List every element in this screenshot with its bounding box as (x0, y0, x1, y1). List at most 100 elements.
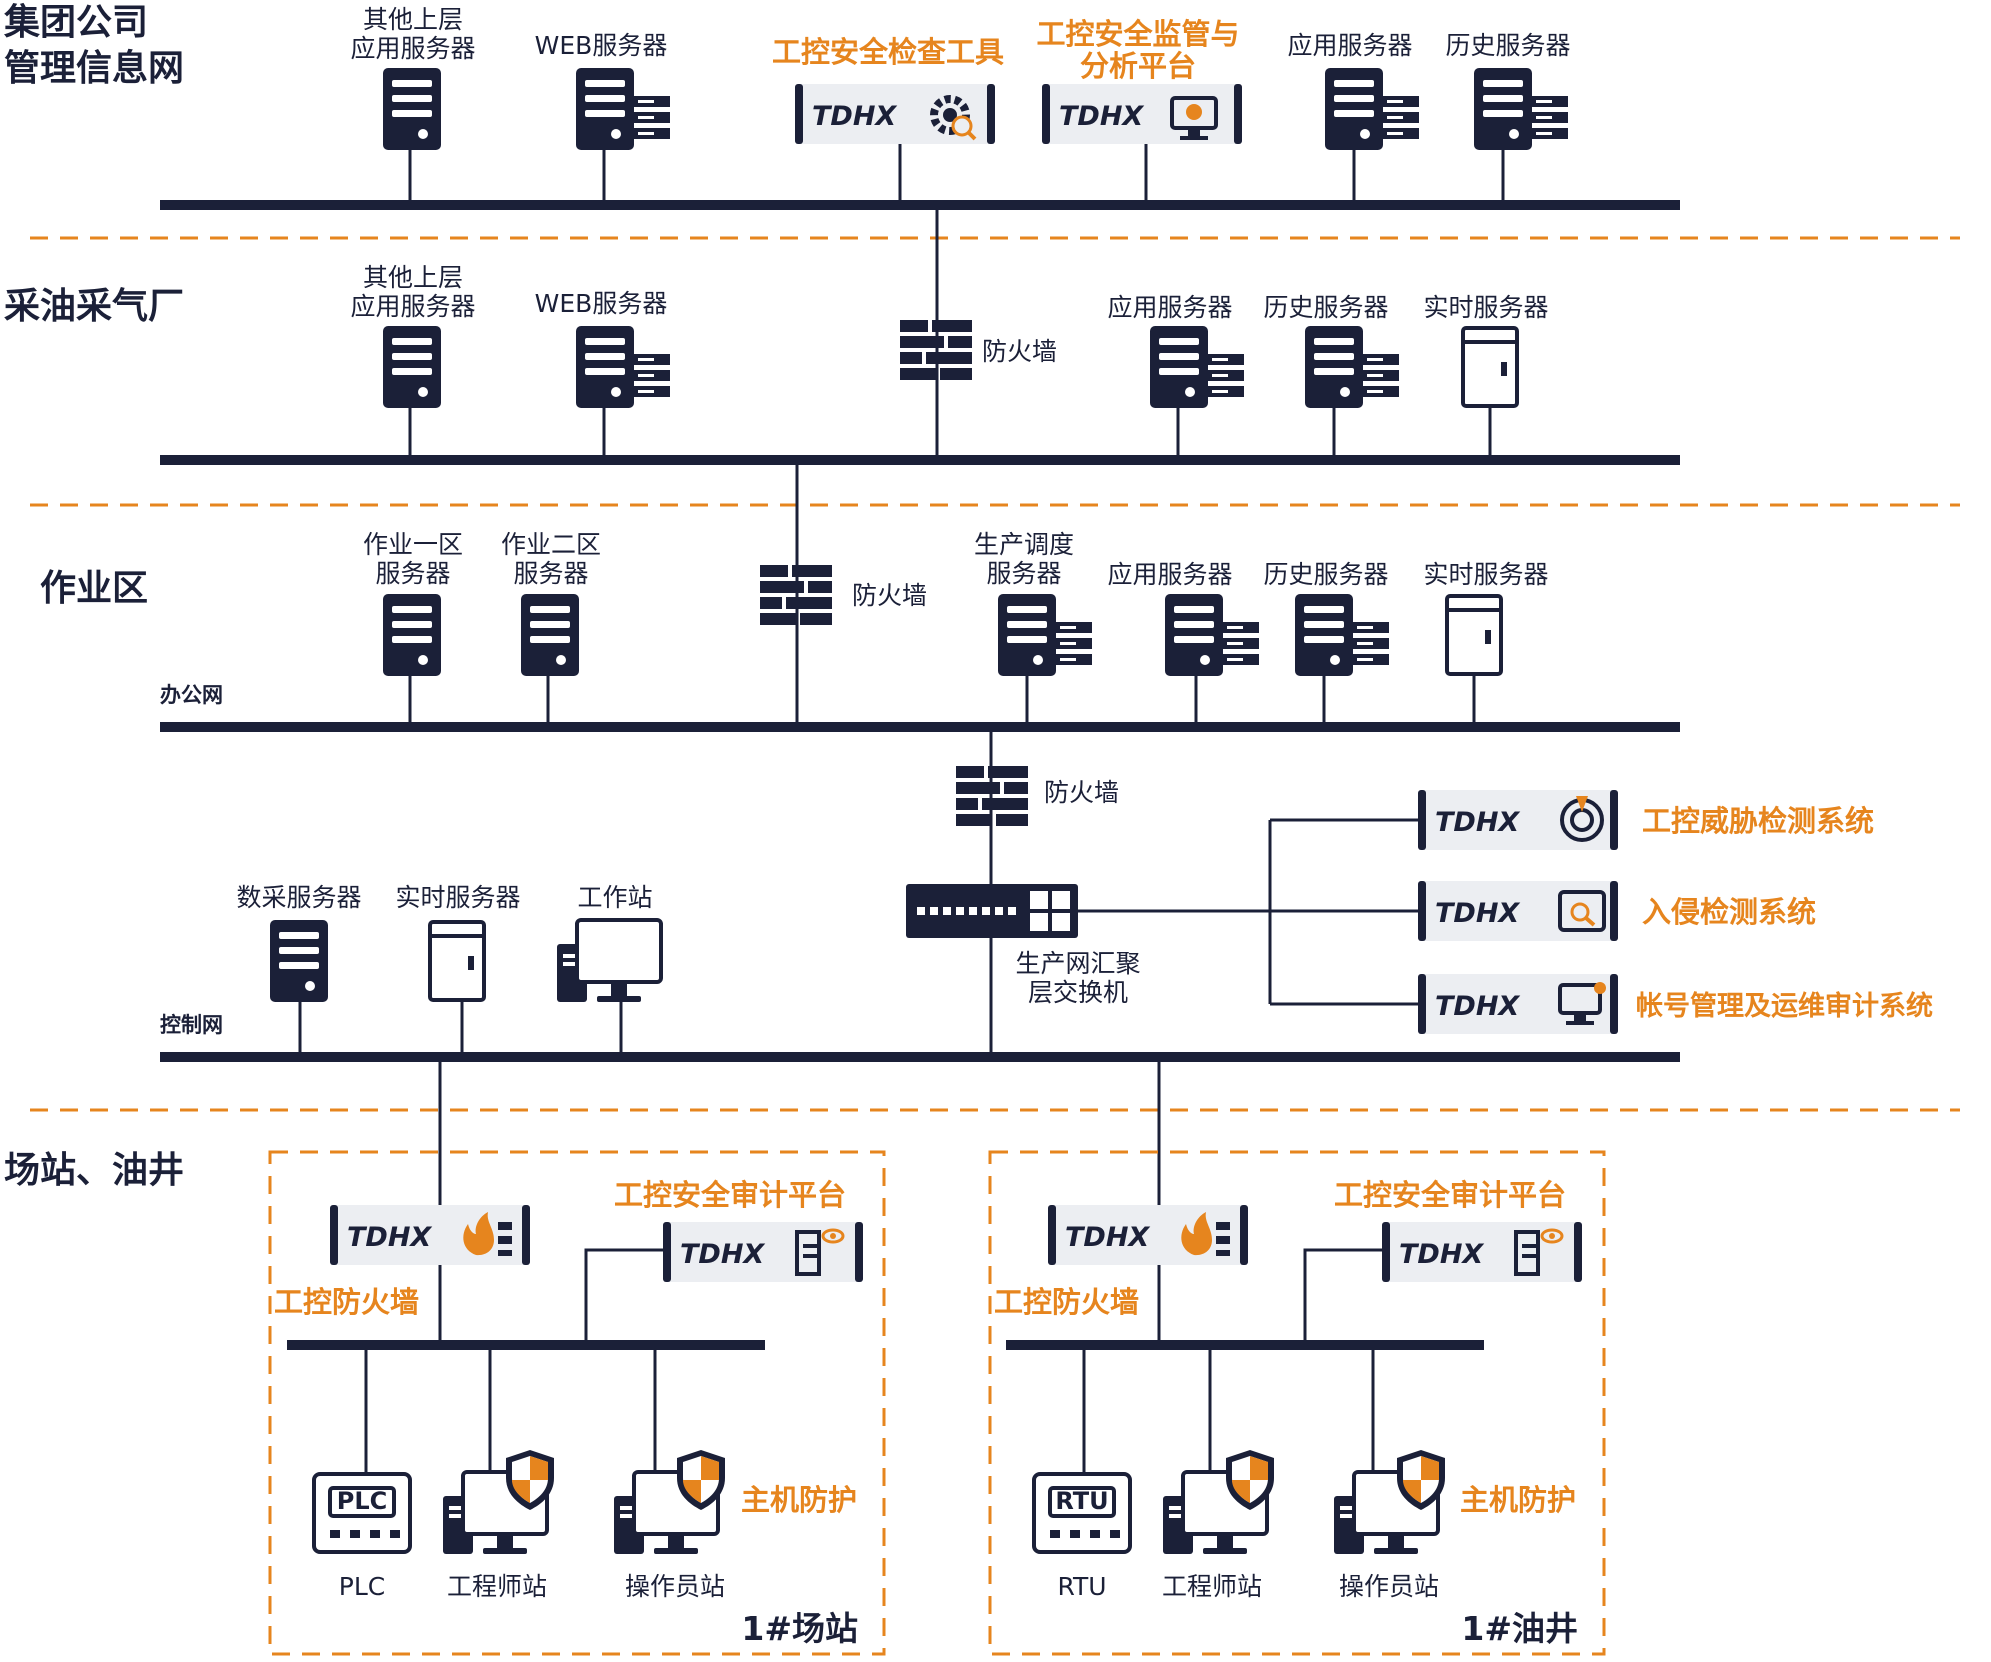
zone2-server-label-1: 作业二区 (501, 530, 601, 559)
check-tool-label: 工控安全检查工具 (772, 35, 1004, 69)
scan-lens (1570, 902, 1590, 922)
flame-shape (1181, 1212, 1212, 1256)
gear-ring (930, 95, 970, 135)
app-server-area: 应用服务器 (1107, 560, 1259, 727)
control-network-label: 控制网 (160, 1013, 223, 1037)
magnifier-handle (966, 130, 977, 141)
flame-brick (1216, 1250, 1230, 1256)
operator-station-label: 操作员站 (625, 1572, 725, 1601)
audit-line (803, 1244, 821, 1248)
account-audit-label: 帐号管理及运维审计系统 (1636, 990, 1933, 1022)
threat-detection-label: 工控威胁检测系统 (1642, 804, 1874, 838)
tdhx-brand-label: TDHX (812, 101, 897, 132)
connector-wire (1303, 1248, 1382, 1345)
workstation-control: 工作站 (555, 883, 663, 1057)
well-title: 1#油井 (1461, 1609, 1578, 1648)
zone2-server-label-2: 服务器 (513, 559, 588, 588)
flame-brick (498, 1222, 512, 1230)
rtu-device: RTU RTU (1032, 1472, 1132, 1601)
zone-title-group-line2: 管理信息网 (4, 48, 184, 89)
monitor-base (1180, 136, 1208, 140)
server-icon (270, 920, 328, 1002)
other-app-server-group-label-1: 其他上层 (363, 5, 463, 34)
station-firewall: TDHX 工控防火墙 (274, 1205, 530, 1319)
operator-monitor-base (1566, 1021, 1594, 1025)
scan-handle (1584, 916, 1596, 927)
dispatch-server-label-1: 生产调度 (974, 530, 1074, 559)
audit-eye (1540, 1228, 1564, 1244)
well-bus (1006, 1340, 1484, 1350)
flame-shape (463, 1212, 494, 1256)
app-server-group-label: 应用服务器 (1287, 31, 1412, 60)
app-server-plant: 应用服务器 (1107, 293, 1244, 460)
history-server-plant-label: 历史服务器 (1263, 293, 1388, 322)
account-audit-appliance: TDHX 帐号管理及运维审计系统 (1418, 974, 1933, 1034)
intrusion-detection-label: 入侵检测系统 (1642, 895, 1816, 929)
acquisition-server: 数采服务器 (236, 883, 362, 1057)
well-firewall-label: 工控防火墙 (994, 1285, 1139, 1319)
station-title: 1#场站 (741, 1609, 858, 1648)
check-tool-appliance: 工控安全检查工具 TDHX (772, 35, 1004, 205)
gear-hub (943, 108, 957, 122)
app-server-plant-label: 应用服务器 (1107, 293, 1232, 322)
switch-label-2: 层交换机 (1028, 978, 1128, 1007)
scan-search-icon (1558, 890, 1606, 932)
firewall-control-label: 防火墙 (1044, 778, 1119, 807)
realtime-server-plant: 实时服务器 (1423, 293, 1549, 460)
firewall-plant-label: 防火墙 (982, 337, 1057, 366)
supervision-platform-appliance: 工控安全监管与 分析平台 TDHX (1036, 17, 1242, 205)
firewall-area: 防火墙 (760, 565, 927, 625)
rack-server-icon (576, 326, 670, 408)
monitor-icon (1170, 96, 1218, 140)
switch-label-1: 生产网汇聚 (1015, 949, 1140, 978)
supervision-platform-label-2: 分析平台 (1080, 49, 1196, 83)
other-app-server-group-label-2: 应用服务器 (350, 34, 475, 63)
plant-bus (160, 455, 1680, 465)
realtime-server-control-label: 实时服务器 (395, 883, 520, 912)
zone1-server-label-1: 作业一区 (363, 530, 463, 559)
rack-server-icon (1474, 68, 1568, 150)
other-app-server-plant-label-1: 其他上层 (363, 263, 463, 292)
outline-server-icon (1445, 594, 1503, 676)
operator-monitor-neck (1574, 1015, 1586, 1021)
rack-server-icon (1325, 68, 1419, 150)
tdhx-brand-label: TDHX (1435, 991, 1520, 1022)
web-server-group-label: WEB服务器 (535, 31, 668, 60)
server-icon (383, 326, 441, 408)
station-host-protection-label: 主机防护 (741, 1483, 857, 1517)
audit-document (1514, 1230, 1540, 1276)
gear-search-icon (930, 95, 977, 141)
threat-detection-appliance: TDHX 工控威胁检测系统 (1418, 790, 1874, 850)
rack-server-icon (1305, 326, 1399, 408)
flame-icon (1181, 1212, 1230, 1256)
audit-eye-icon (795, 1228, 845, 1276)
operator-well-label: 操作员站 (1339, 1572, 1439, 1601)
station-audit-platform-label: 工控安全审计平台 (614, 1178, 846, 1212)
rack-server-icon (1295, 594, 1389, 676)
server-icon (521, 594, 579, 676)
tdhx-brand-label: TDHX (1399, 1239, 1484, 1270)
operator-screen (1558, 983, 1602, 1015)
station-audit-platform: 工控安全审计平台 TDHX (584, 1178, 863, 1345)
well-boundary (988, 1150, 1606, 1656)
server-icon (383, 68, 441, 150)
desktop-pc-icon (555, 918, 663, 1004)
audit-pupil (1549, 1233, 1555, 1239)
well-firewall: TDHX 工控防火墙 (994, 1205, 1248, 1319)
tdhx-brand-label: TDHX (347, 1222, 432, 1253)
history-server-area: 历史服务器 (1263, 560, 1389, 727)
audit-eye-icon (1514, 1228, 1564, 1276)
other-app-server-group: 其他上层 应用服务器 (350, 5, 476, 205)
switch-ports (917, 907, 1016, 915)
operator-well: 操作员站 (1332, 1450, 1445, 1601)
audit-line (803, 1254, 817, 1258)
monitor-alert-dot (1186, 104, 1202, 120)
aggregation-switch: 生产网汇聚 层交换机 (906, 884, 1141, 1007)
rack-server-icon (1165, 594, 1259, 676)
office-bus (160, 722, 1680, 732)
web-server-plant-label: WEB服务器 (535, 289, 668, 318)
firewall-control: 防火墙 (956, 766, 1119, 826)
operator-station: 操作员站 (612, 1450, 725, 1601)
